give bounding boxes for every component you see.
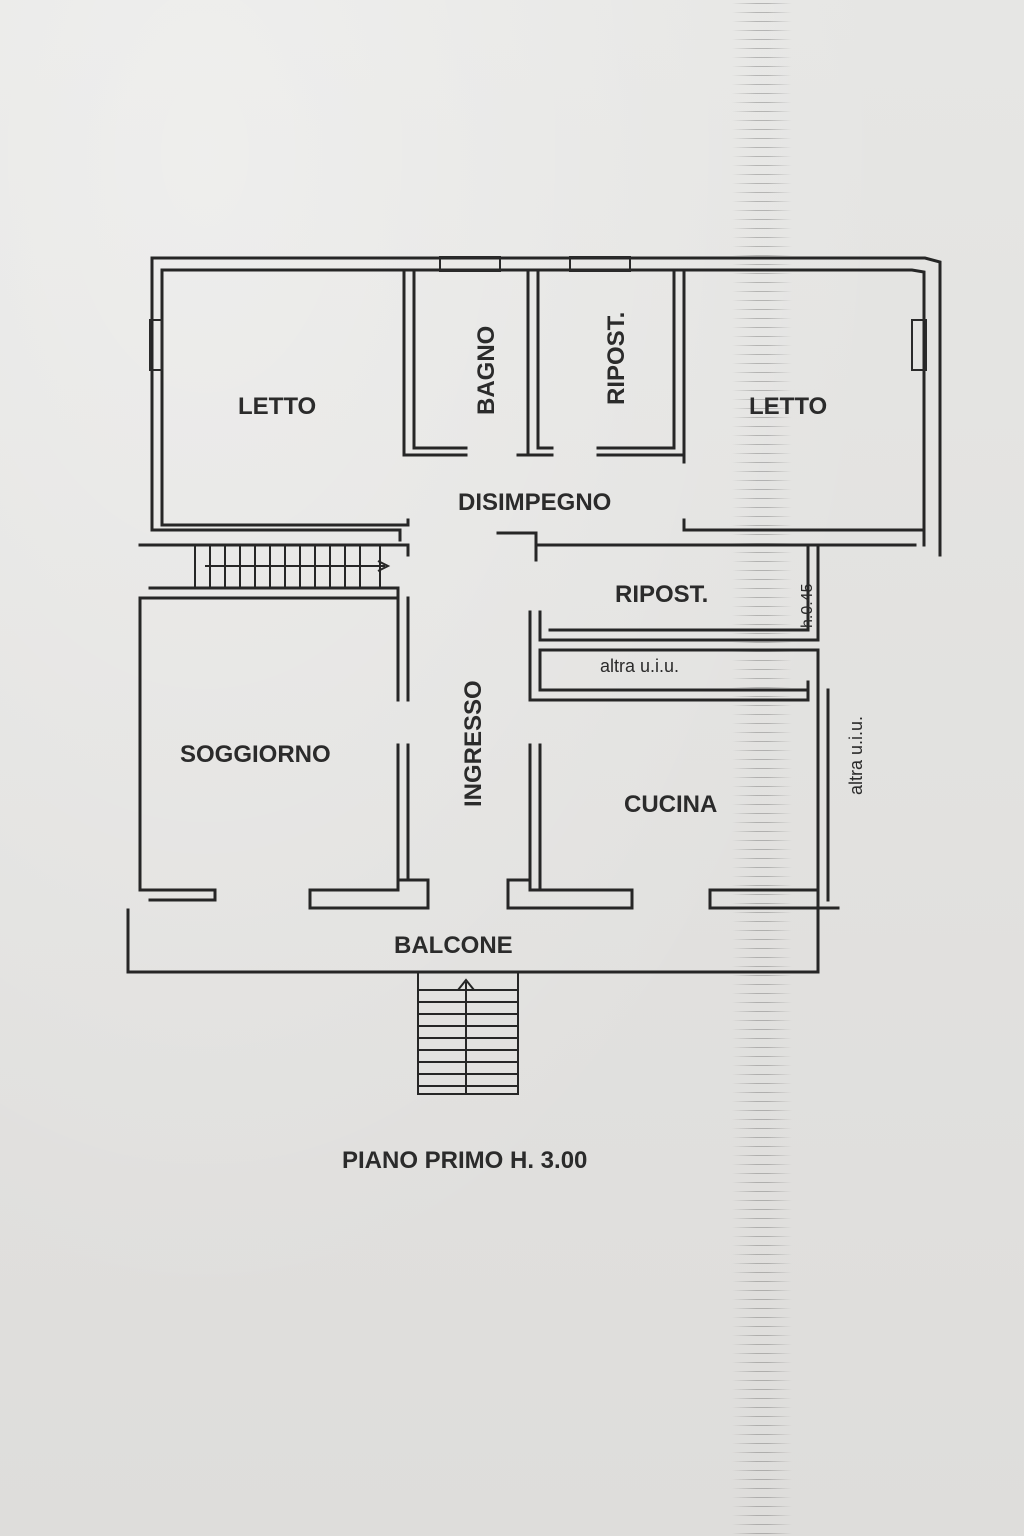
scan-streak bbox=[732, 0, 792, 1536]
room-label-letto-right: LETTO bbox=[749, 393, 827, 420]
room-label-disimpegno: DISIMPEGNO bbox=[458, 489, 611, 516]
plan-caption: PIANO PRIMO H. 3.00 bbox=[342, 1147, 587, 1174]
exterior-stair bbox=[417, 971, 519, 1095]
middle-partitions bbox=[138, 543, 830, 902]
label-altra-uiu-horizontal: altra u.i.u. bbox=[600, 656, 679, 676]
lower-partitions bbox=[138, 743, 840, 910]
room-label-ingresso: INGRESSO bbox=[460, 680, 487, 807]
upper-partitions bbox=[150, 268, 926, 562]
room-label-soggiorno: SOGGIORNO bbox=[180, 741, 331, 768]
label-altra-uiu-vertical: altra u.i.u. bbox=[846, 716, 866, 795]
ripost-height-label: h.0.45 bbox=[799, 583, 816, 628]
room-label-cucina: CUCINA bbox=[624, 791, 717, 818]
top-windows bbox=[149, 256, 927, 371]
room-label-letto-left: LETTO bbox=[238, 393, 316, 420]
room-label-bagno: BAGNO bbox=[473, 326, 500, 415]
room-label-ripost-mid: RIPOST. bbox=[615, 581, 708, 608]
room-label-ripost-top: RIPOST. bbox=[603, 312, 630, 405]
room-label-balcone: BALCONE bbox=[394, 932, 513, 959]
interior-stair bbox=[194, 544, 391, 589]
